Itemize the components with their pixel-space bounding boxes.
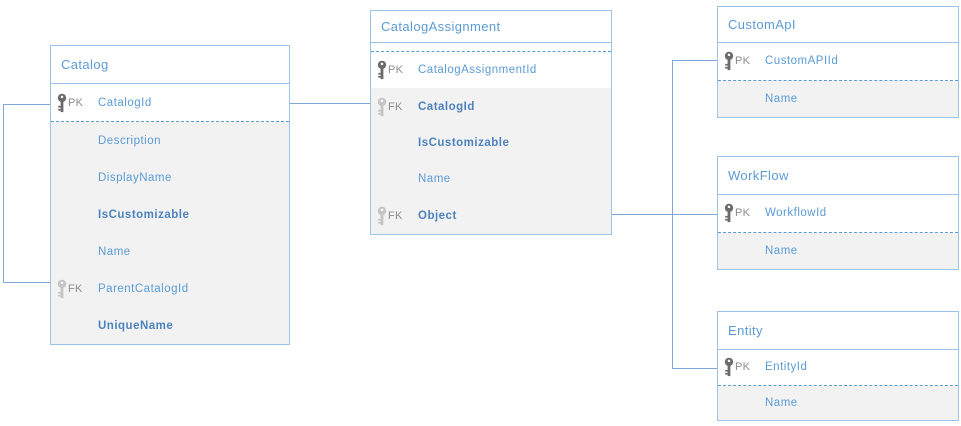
field-name: WorkflowId [765,207,827,220]
field-name: EntityId [765,361,808,374]
primary-key-icon [724,203,734,223]
table-title: Entity [728,323,763,338]
foreign-key-icon [377,206,387,225]
field-name: Description [98,134,162,147]
field-row[interactable]: FK Object [371,197,611,235]
table-title: WorkFlow [728,168,789,183]
field-name: CustomAPIId [765,55,839,68]
primary-key-icon [57,93,67,112]
field-name: UniqueName [98,319,174,332]
field-row[interactable]: PK CatalogAssignmentId [371,52,611,89]
table-header[interactable]: Catalog [51,46,289,84]
key-type-label: PK [735,361,751,374]
key-type-label: FK [68,282,83,295]
key-type-label: PK [735,207,751,220]
key-type-label: PK [388,64,404,77]
table-header[interactable]: WorkFlow [718,157,958,195]
field-row[interactable]: PK CustomAPIId [718,43,958,80]
key-type-label: PK [68,96,84,109]
field-name: Name [98,245,131,258]
field-name: Object [418,209,457,222]
field-row[interactable]: Name [371,161,611,198]
field-name: CatalogId [98,96,152,109]
table-title: Catalog [61,57,109,72]
table-title: CustomApI [728,17,796,32]
field-row[interactable]: FK ParentCatalogId [51,270,289,307]
field-name: Name [765,396,798,409]
key-type-label: FK [388,100,403,113]
table-title: CatalogAssignment [381,19,501,34]
field-row[interactable]: PK EntityId [718,350,958,385]
field-name: IsCustomizable [418,137,510,150]
relationship-connector[interactable] [672,214,718,369]
field-row[interactable]: IsCustomizable [371,124,611,162]
primary-key-icon [377,60,387,80]
pk-section-separator [51,121,289,122]
foreign-key-icon [377,97,387,116]
field-name: Name [765,92,798,105]
field-row[interactable]: Name [51,233,289,270]
field-row[interactable]: UniqueName [51,307,289,344]
field-row[interactable]: PK CatalogId [51,84,289,121]
relationship-connector[interactable] [672,60,718,215]
field-row[interactable]: PK WorkflowId [718,195,958,232]
primary-key-icon [724,357,734,377]
field-name: DisplayName [98,171,172,184]
primary-key-icon [724,51,734,71]
field-row[interactable]: Description [51,122,289,159]
pk-section-separator [371,51,611,52]
table-header[interactable]: Entity [718,312,958,350]
foreign-key-icon [57,279,67,298]
field-row[interactable]: IsCustomizable [51,196,289,233]
field-row[interactable]: DisplayName [51,159,289,196]
field-row[interactable]: Name [718,80,958,117]
pk-section-separator [718,231,958,233]
pk-section-separator [718,79,958,81]
field-row[interactable]: FK CatalogId [371,88,611,125]
field-name: IsCustomizable [98,208,190,221]
key-type-label: FK [388,209,403,222]
field-row[interactable]: Name [718,232,958,269]
field-name: Name [765,244,798,257]
table-header[interactable]: CustomApI [718,7,958,43]
field-name: CatalogId [418,100,475,113]
relationship-connector[interactable] [3,104,51,283]
field-name: ParentCatalogId [98,282,189,295]
table-header[interactable]: CatalogAssignment [371,11,611,43]
key-type-label: PK [735,55,751,68]
pk-section-separator [718,384,958,386]
field-name: CatalogAssignmentId [418,64,537,77]
field-name: Name [418,173,451,186]
field-row[interactable]: Name [718,385,958,420]
